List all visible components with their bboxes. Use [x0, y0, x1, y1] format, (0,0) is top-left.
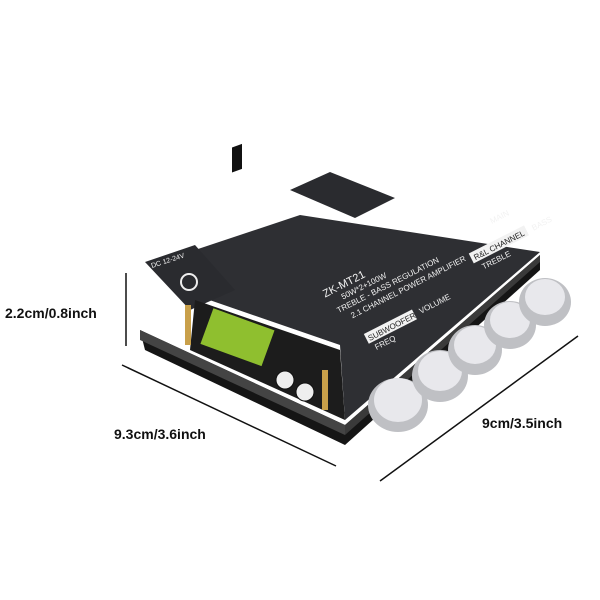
board-main: MAIN — [489, 208, 511, 225]
top-plate — [180, 215, 540, 420]
width-label: 9cm/3.5inch — [482, 415, 563, 431]
standoff-left — [185, 305, 191, 345]
width-dimension-line — [379, 335, 579, 482]
power-plate — [145, 245, 235, 310]
back-plate — [290, 172, 395, 218]
length-label: 9.3cm/3.6inch — [114, 426, 206, 442]
knob-1 — [368, 378, 428, 432]
capacitor-1 — [275, 370, 295, 390]
board-bass: BASS — [530, 215, 553, 233]
knobs — [368, 278, 571, 432]
capacitor-2 — [295, 382, 315, 402]
capacitor-green — [200, 308, 275, 367]
power-icon — [180, 273, 198, 291]
board-side — [140, 330, 345, 435]
knob-5 — [519, 278, 571, 326]
length-dimension-line — [121, 364, 337, 467]
standoff-right — [322, 370, 328, 410]
height-label: 2.2cm/0.8inch — [5, 305, 97, 321]
